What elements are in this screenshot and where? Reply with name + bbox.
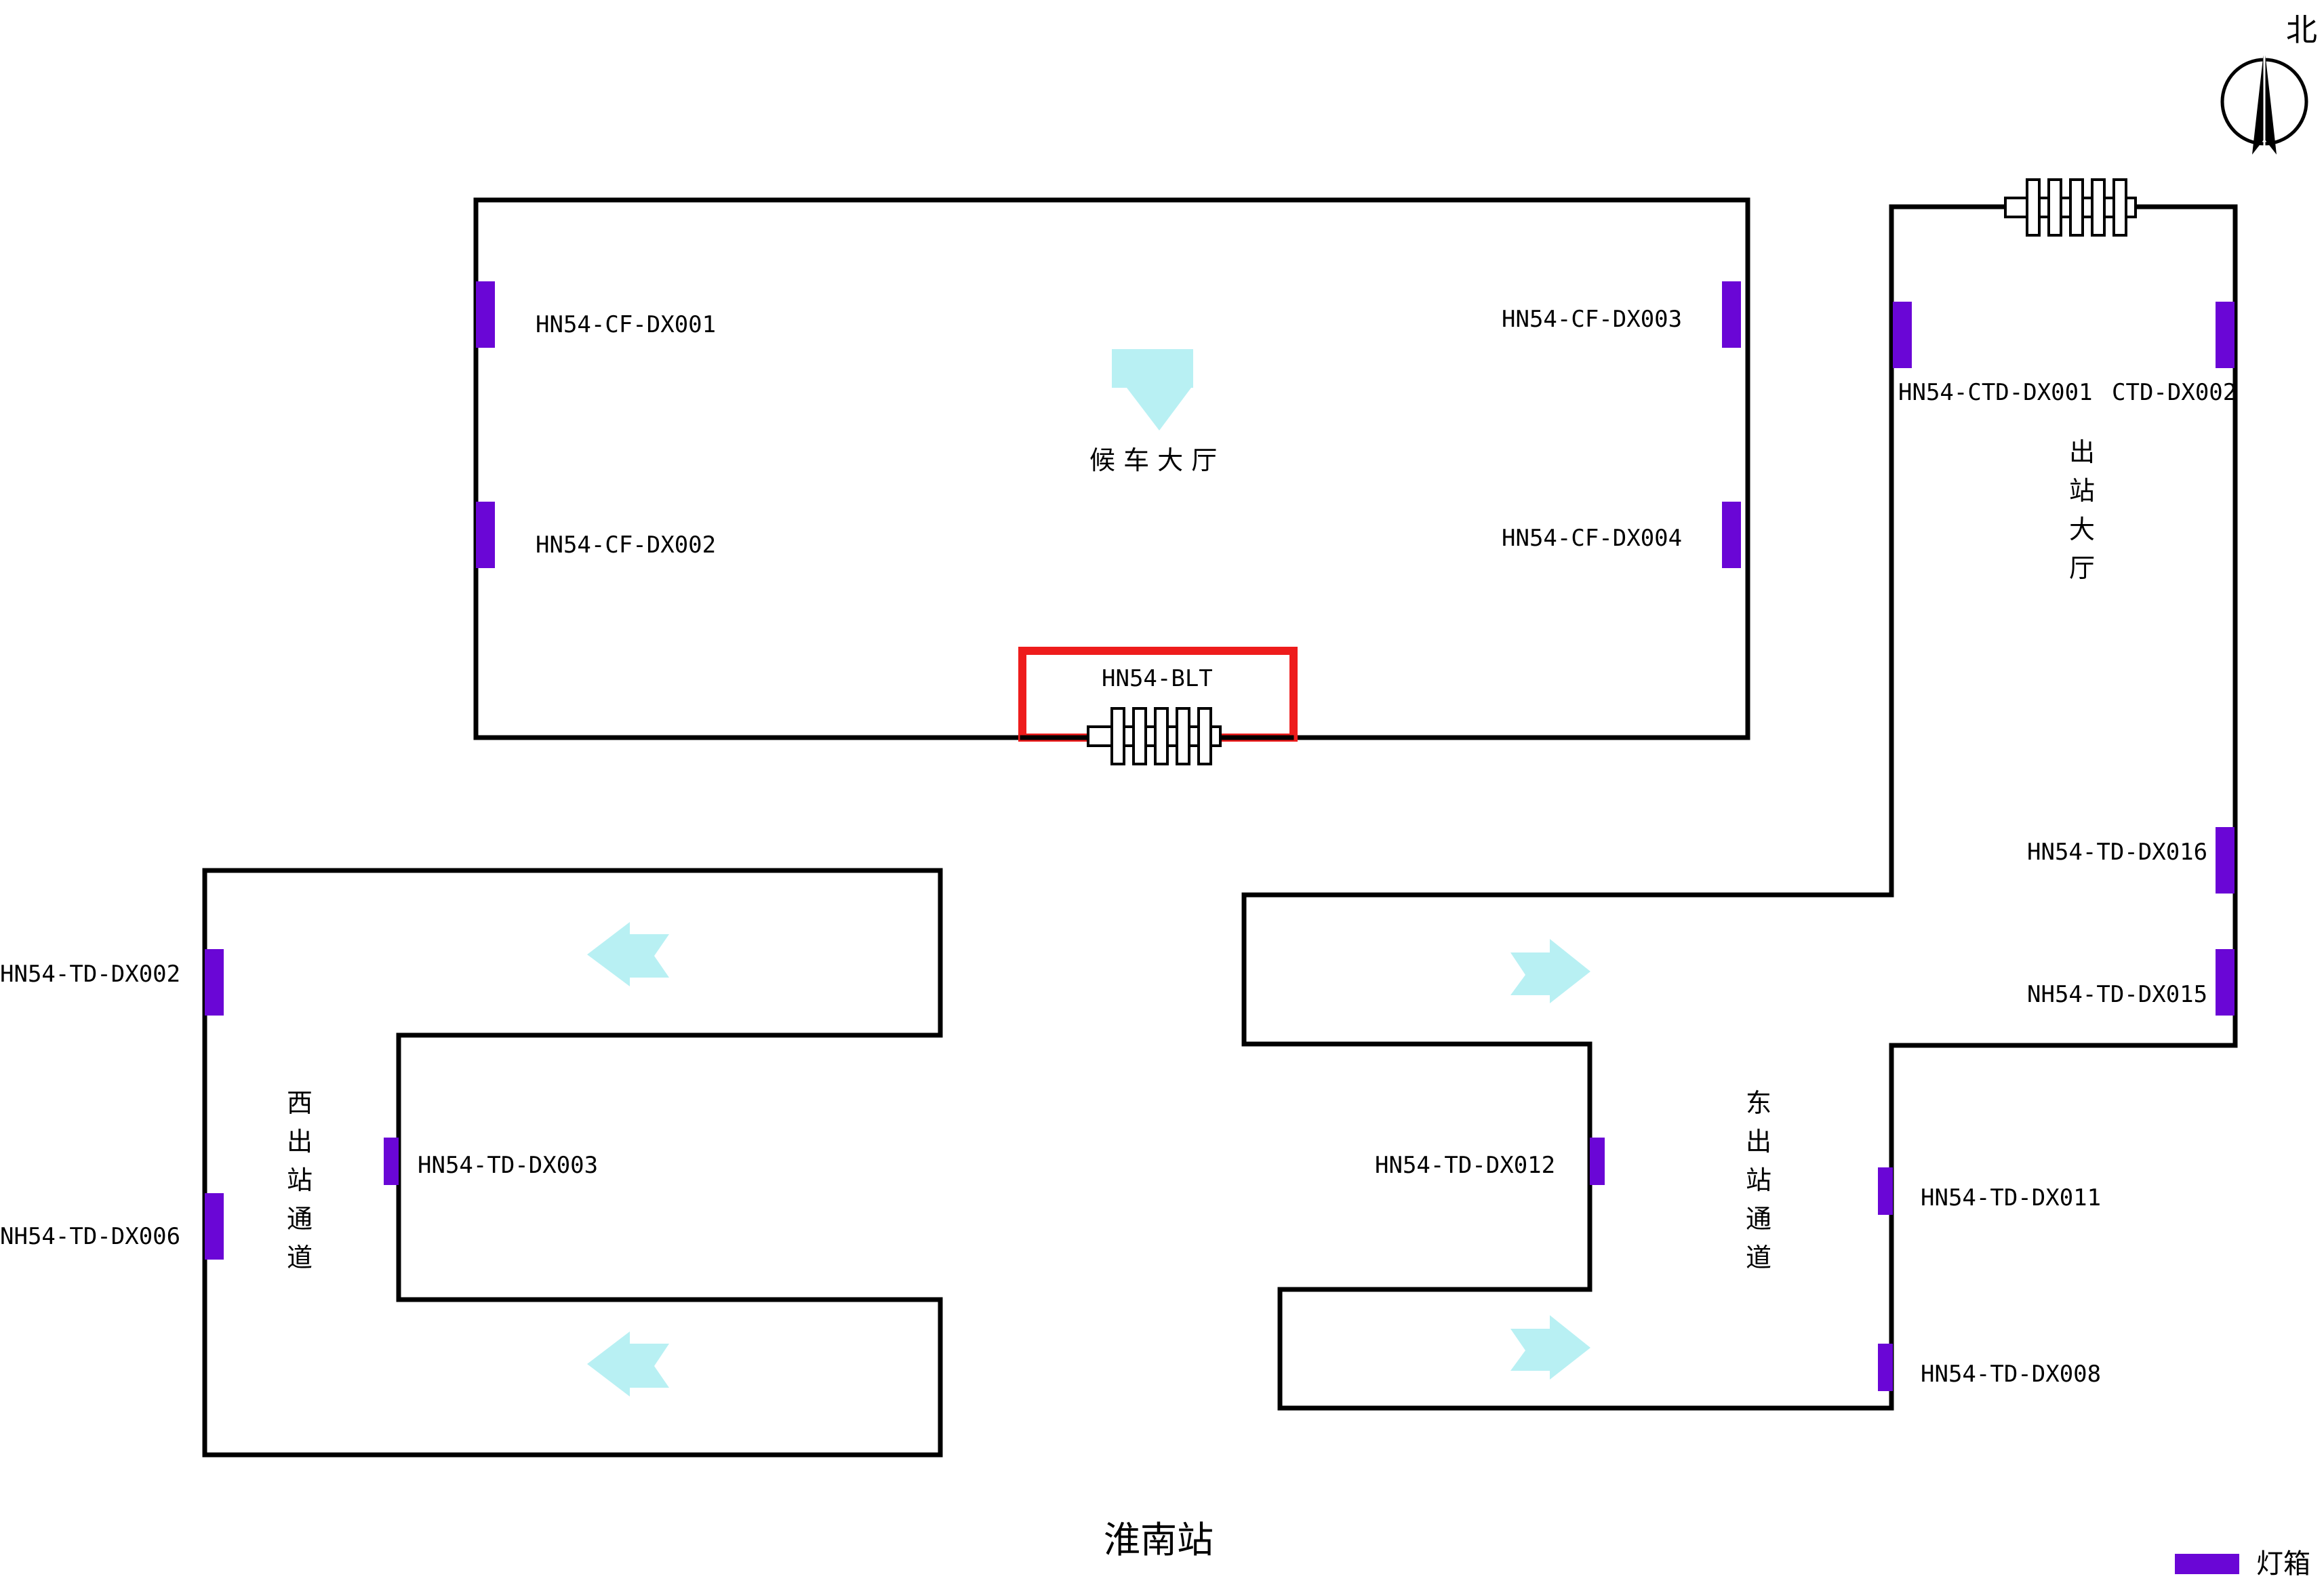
right-arrow-icon [1510,1315,1590,1380]
east-exit-label-2: 出 [1746,1127,1771,1157]
light-box-td16 [2216,827,2235,894]
light-box-cf1 [476,281,495,348]
light-box-ctd2 [2216,302,2235,368]
light-box-td6 [205,1193,224,1260]
label-cf4: HN54-CF-DX004 [1502,525,1682,552]
label-ctd1: HN54-CTD-DX001 [1898,379,2093,406]
light-box-cf3 [1722,281,1741,348]
label-td11: HN54-TD-DX011 [1921,1184,2101,1211]
legend-label: 灯箱 [2256,1548,2310,1580]
label-ctd2: CTD-DX002 [2112,379,2237,406]
west-exit-label-4: 通 [287,1204,313,1234]
east-exit-label-3: 站 [1746,1165,1771,1195]
page-title: 淮南站 [1104,1519,1214,1561]
east-exit-label-1: 东 [1746,1088,1771,1118]
label-blt: HN54-BLT [1102,665,1213,692]
waiting-hall-wall-main [473,197,1750,740]
exit-hall-wall-top-right [1889,204,2238,1048]
exit-hall: HN54-CTD-DX001 CTD-DX002 HN54-TD-DX016 N… [1889,178,2238,1048]
label-cf3: HN54-CF-DX003 [1502,306,1682,333]
west-exit-label-1: 西 [287,1088,313,1118]
left-arrow-icon [587,922,669,986]
exit-hall-label-2: 站 [2069,476,2095,506]
light-box-td12 [1590,1138,1605,1185]
west-exit-corridor: HN54-TD-DX002 NH54-TD-DX006 HN54-TD-DX00… [0,868,943,1458]
legend-swatch [2175,1554,2239,1574]
label-cf1: HN54-CF-DX001 [536,311,716,338]
exit-gate-icon [2004,178,2137,237]
label-td12: HN54-TD-DX012 [1375,1152,1555,1179]
waiting-hall: HN54-CF-DX001 HN54-CF-DX002 HN54-CF-DX00… [473,197,1750,765]
left-arrow-icon [587,1331,669,1397]
down-arrow-icon [1112,349,1193,430]
label-td6: NH54-TD-DX006 [0,1223,180,1250]
label-td2: HN54-TD-DX002 [0,961,180,988]
exit-hall-wall-top-left [1889,204,2008,898]
waiting-hall-label: 候 车 大 厅 [1089,445,1217,475]
light-box-td3 [384,1138,399,1185]
label-td16: HN54-TD-DX016 [2027,839,2207,866]
east-exit-corridor: HN54-TD-DX012 HN54-TD-DX011 HN54-TD-DX00… [1241,892,2101,1411]
label-td8: HN54-TD-DX008 [1921,1361,2101,1388]
light-box-td8 [1878,1344,1893,1391]
west-exit-label-2: 出 [287,1127,313,1157]
legend: 灯箱 [2175,1548,2310,1580]
light-box-cf2 [476,502,495,568]
east-corridor-wall-outer [1241,892,1894,1411]
exit-hall-label-3: 大 [2069,515,2095,544]
light-box-td11 [1878,1167,1893,1215]
right-arrow-icon [1510,939,1590,1003]
label-td3: HN54-TD-DX003 [418,1152,598,1179]
west-corridor-wall [202,868,943,1458]
west-exit-label-5: 道 [287,1243,313,1272]
light-box-cf4 [1722,502,1741,568]
label-td15: NH54-TD-DX015 [2027,981,2207,1008]
east-exit-label-4: 通 [1746,1204,1771,1234]
exit-hall-label-1: 出 [2069,437,2095,467]
light-box-td15 [2216,949,2235,1016]
north-compass: 北 [2220,12,2317,157]
light-box-ctd1 [1893,302,1912,368]
east-exit-label-5: 道 [1746,1243,1771,1272]
exit-hall-label-4: 厅 [2069,553,2095,583]
west-exit-label-3: 站 [287,1165,313,1195]
light-box-td2 [205,949,224,1016]
north-label: 北 [2286,12,2317,48]
ticket-gate-icon [1087,707,1222,765]
label-cf2: HN54-CF-DX002 [536,531,716,559]
